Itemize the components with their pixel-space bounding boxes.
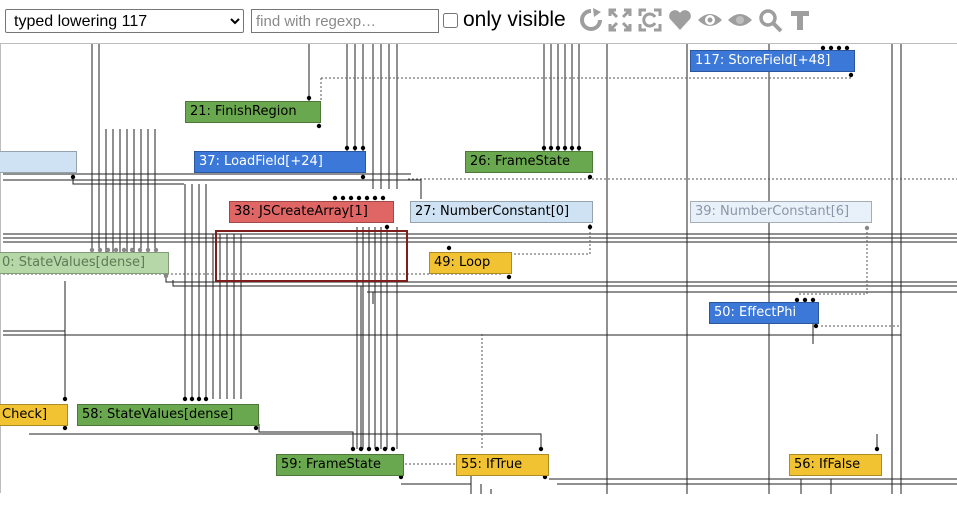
node-21-finishregion[interactable]: 21: FinishRegion [185, 101, 321, 123]
node-27-numberconstant[interactable]: 27: NumberConstant[0] [410, 201, 593, 223]
node-26-framestate[interactable]: 26: FrameState [465, 151, 593, 173]
node-label: 117: StoreField[+48] [695, 53, 831, 68]
node-38-jscreatearray[interactable]: 38: JSCreateArray[1] [229, 201, 394, 223]
show-selected-icon[interactable] [697, 7, 723, 33]
node-label: 58: StateValues[dense] [82, 407, 234, 422]
hide-unselected-icon[interactable] [667, 7, 693, 33]
only-visible-toggle[interactable]: only visible [441, 6, 566, 34]
node-label: 39: NumberConstant[6] [695, 204, 850, 219]
node-49-loop[interactable]: 49: Loop [429, 252, 512, 274]
node-37-loadfield[interactable]: 37: LoadField[+24] [194, 151, 366, 173]
only-visible-label: only visible [463, 8, 566, 31]
zoom-selection-icon[interactable] [757, 7, 783, 33]
node-label: 56: IfFalse [794, 457, 861, 472]
node-label: 0: StateValues[dense] [2, 255, 146, 270]
node-label: 37: LoadField[+24] [199, 154, 323, 169]
node-label: 38: JSCreateArray[1] [234, 204, 368, 219]
graph-canvas[interactable]: 117: StoreField[+48] 21: FinishRegion 37… [0, 43, 957, 527]
node-label: 21: FinishRegion [190, 104, 297, 119]
node-50-effectphi[interactable]: 50: EffectPhi [709, 302, 819, 324]
node-58-statevalues[interactable]: 58: StateValues[dense] [77, 404, 259, 426]
node-59-framestate[interactable]: 59: FrameState [276, 454, 404, 476]
node-55-iftrue[interactable]: 55: IfTrue [456, 454, 549, 476]
show-all-icon[interactable] [607, 7, 633, 33]
node-117-storefield[interactable]: 117: StoreField[+48] [690, 50, 855, 72]
node-check[interactable]: Check] [0, 404, 68, 426]
phase-select[interactable]: typed lowering 117 [5, 9, 244, 33]
toolbar: typed lowering 117 only visible [0, 0, 957, 40]
toggle-types-icon[interactable] [787, 7, 813, 33]
node-39-numberconstant[interactable]: 39: NumberConstant[6] [690, 201, 872, 223]
node-offscreen-left[interactable] [0, 151, 77, 173]
toggle-hide-dead-icon[interactable] [637, 7, 663, 33]
node-label: 55: IfTrue [461, 457, 523, 472]
layout-icon[interactable] [578, 7, 604, 33]
node-label: 26: FrameState [470, 154, 570, 169]
search-input[interactable] [251, 9, 439, 33]
watermark: anquanke.com [801, 512, 909, 527]
node-label: Check] [2, 407, 48, 422]
node-56-iffalse[interactable]: 56: IfFalse [789, 454, 882, 476]
node-statevalues-faded[interactable]: 0: StateValues[dense] [0, 252, 169, 274]
node-label: 50: EffectPhi [714, 305, 797, 320]
graph-edges [3, 44, 957, 494]
only-visible-checkbox[interactable] [443, 12, 458, 28]
node-label: 27: NumberConstant[0] [415, 204, 570, 219]
node-label: 49: Loop [434, 255, 491, 270]
node-label: 59: FrameState [281, 457, 381, 472]
hide-selected-icon[interactable] [727, 7, 753, 33]
